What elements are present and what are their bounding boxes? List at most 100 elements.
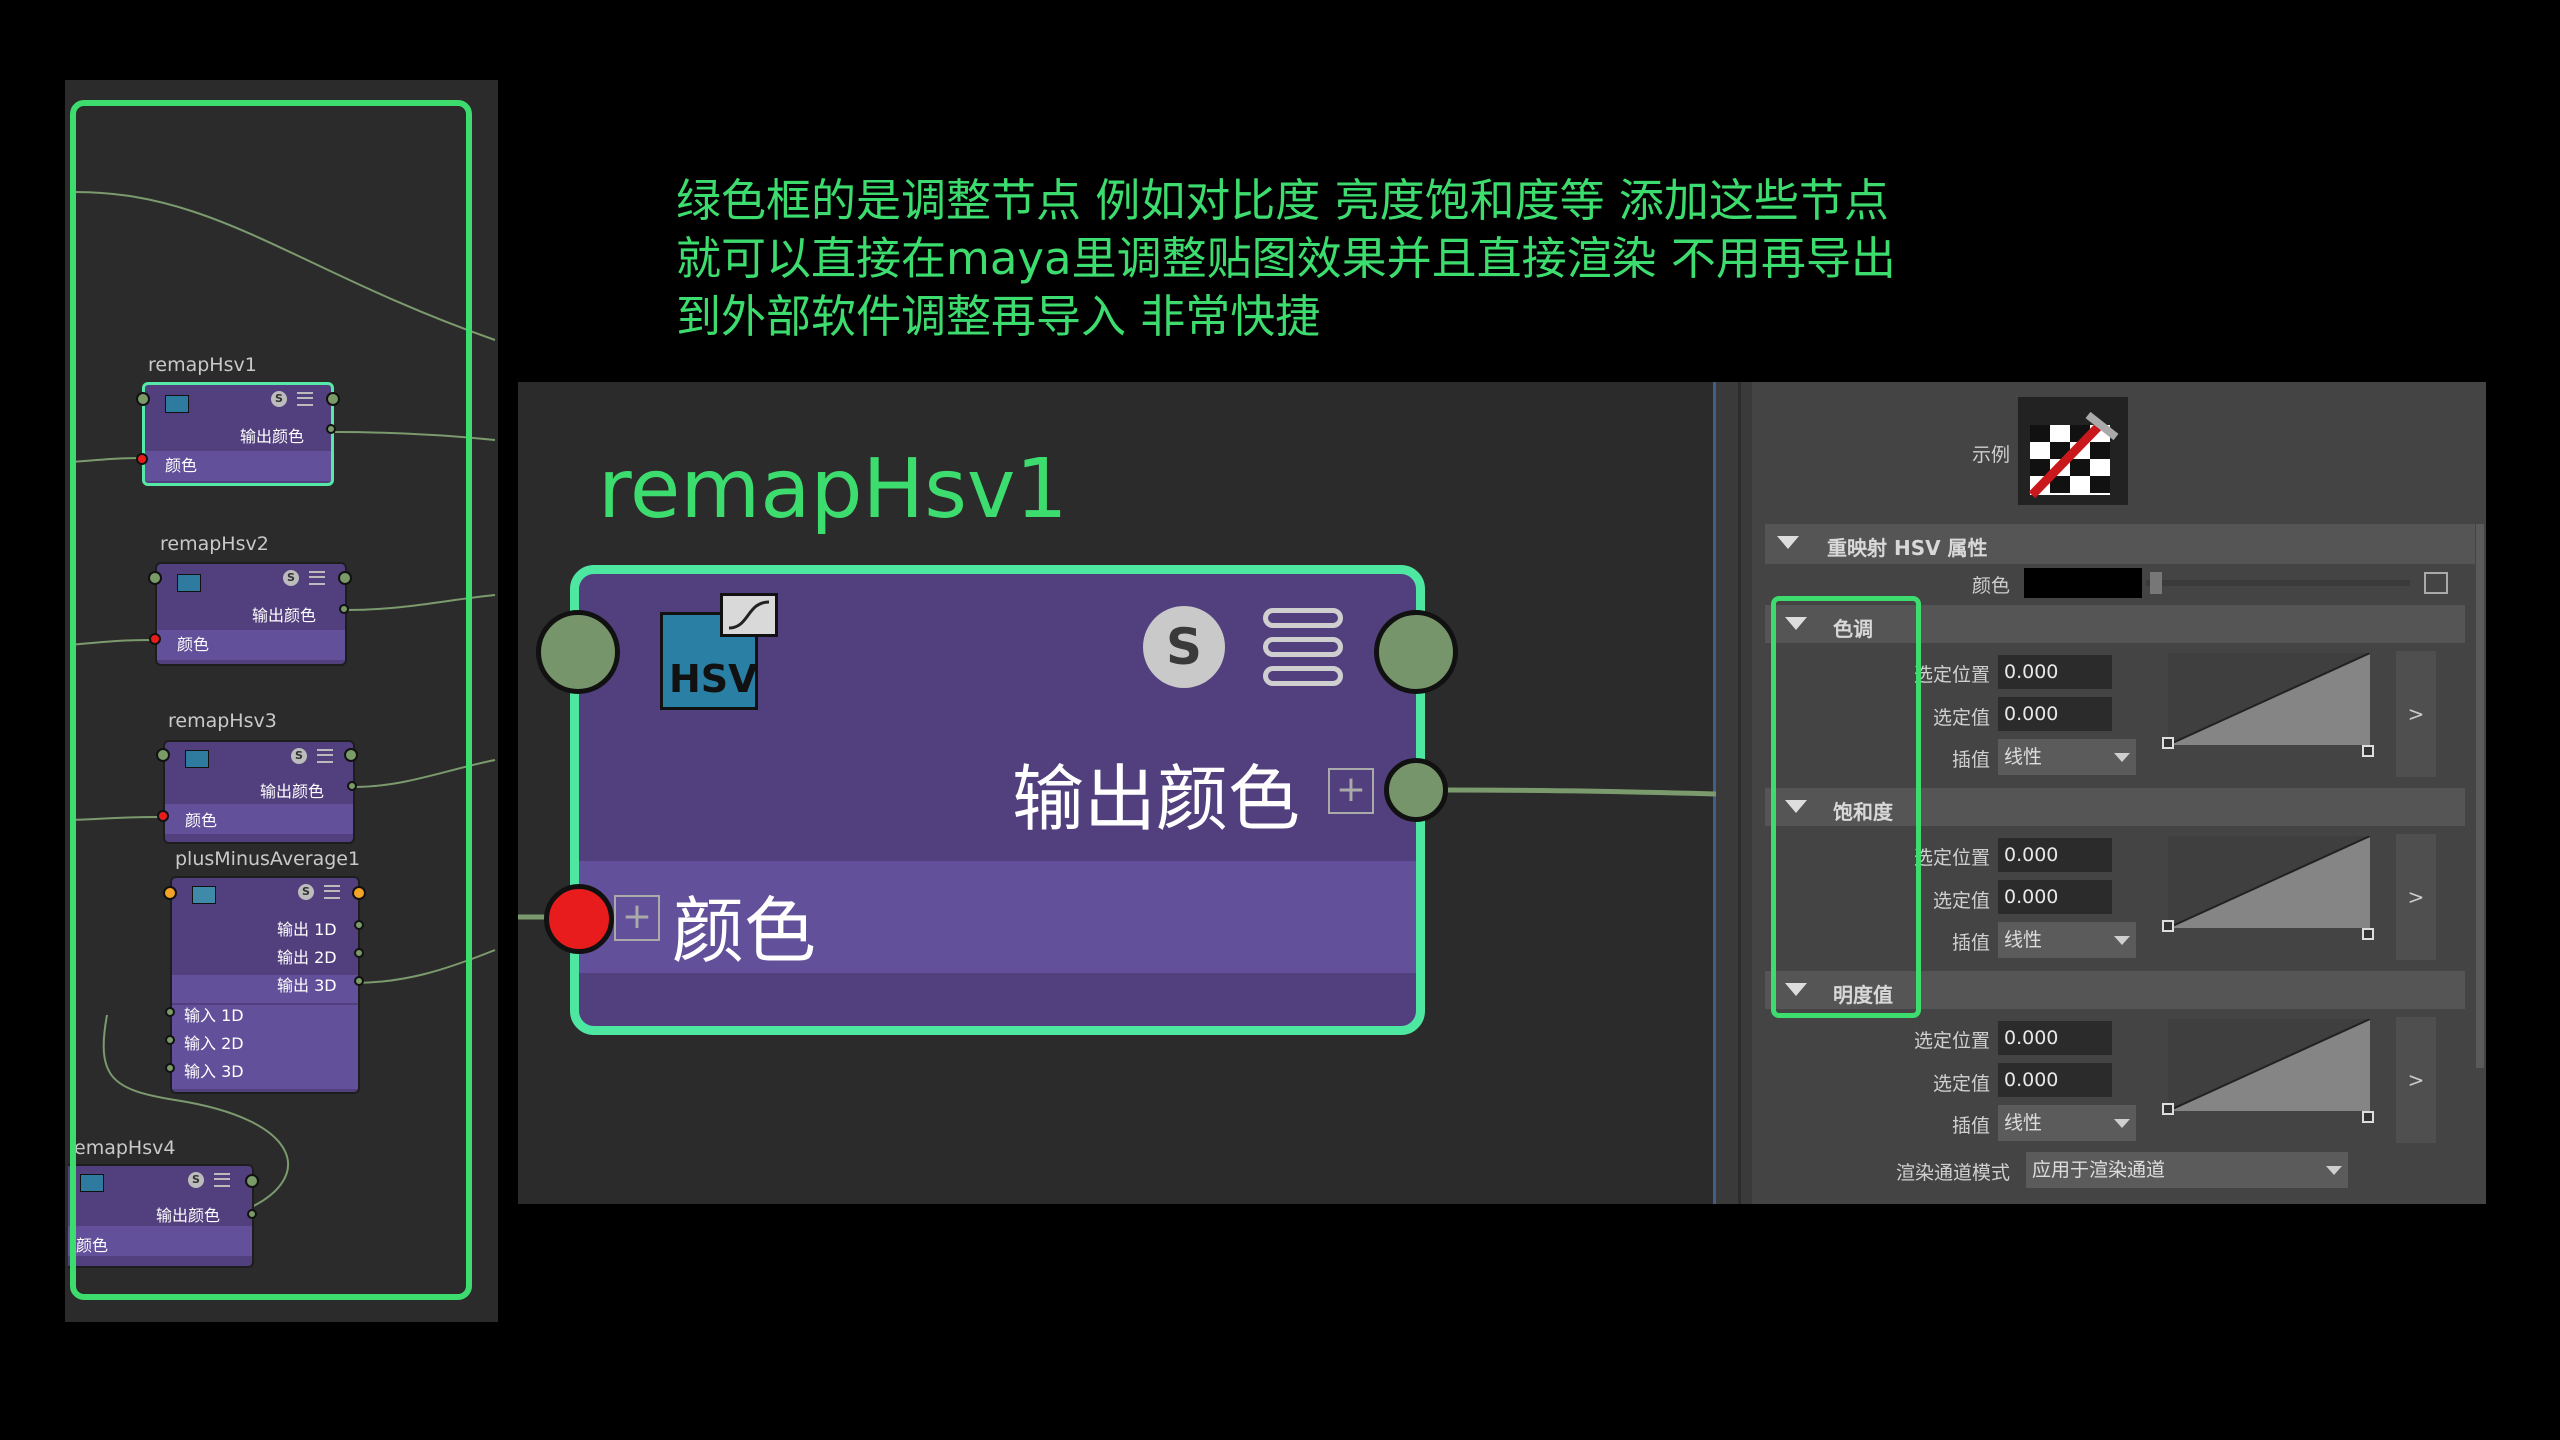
node-remaphsv2[interactable]: S 输出颜色 颜色 bbox=[155, 562, 347, 666]
node-title-remaphsv4[interactable]: emapHsv4 bbox=[74, 1137, 176, 1159]
output-1d-port[interactable] bbox=[354, 920, 364, 930]
swatch-toggle-icon[interactable]: S bbox=[298, 884, 314, 900]
node-plusminusaverage1[interactable]: S 输出 1D 输出 2D 输出 3D 输入 1D 输入 2D 输入 3D bbox=[170, 876, 360, 1094]
swatch-toggle-icon[interactable]: S bbox=[283, 570, 299, 586]
ramp-end-handle[interactable] bbox=[2362, 745, 2374, 757]
ramp-graph-value[interactable] bbox=[2168, 1019, 2370, 1111]
interpolation-dropdown[interactable]: 线性 bbox=[1998, 922, 2136, 958]
output-color-port[interactable] bbox=[339, 604, 349, 614]
attributes-menu-icon[interactable] bbox=[214, 1173, 230, 1187]
render-pass-mode-dropdown[interactable]: 应用于渲染通道 bbox=[2026, 1152, 2348, 1188]
color-input-port[interactable] bbox=[149, 633, 161, 645]
node-output-port[interactable] bbox=[352, 886, 366, 900]
input-color-label: 颜色 bbox=[672, 889, 817, 973]
node-remaphsv1[interactable]: S 输出颜色 颜色 bbox=[142, 382, 334, 486]
ramp-start-handle[interactable] bbox=[2162, 920, 2174, 932]
selected-value-label: 选定值 bbox=[1932, 890, 1990, 912]
ramp-expand-button[interactable]: > bbox=[2396, 1017, 2436, 1143]
node-title-remaphsv2[interactable]: remapHsv2 bbox=[160, 533, 269, 555]
swatch-toggle-icon[interactable]: S bbox=[271, 391, 287, 407]
input-2d-port[interactable] bbox=[165, 1035, 175, 1045]
interpolation-dropdown[interactable]: 线性 bbox=[1998, 1105, 2136, 1141]
ramp-start-handle[interactable] bbox=[2162, 737, 2174, 749]
interpolation-dropdown[interactable]: 线性 bbox=[1998, 739, 2136, 775]
input-label: 颜色 bbox=[165, 456, 198, 475]
node-input-port[interactable] bbox=[163, 886, 177, 900]
swatch-toggle-icon[interactable]: S bbox=[188, 1172, 204, 1188]
node-remaphsv3[interactable]: S 输出颜色 颜色 bbox=[163, 740, 355, 844]
node-title-remaphsv1[interactable]: remapHsv1 bbox=[148, 354, 257, 376]
node-output-port[interactable] bbox=[326, 392, 340, 406]
interpolation-label: 插值 bbox=[1951, 932, 1990, 954]
output-color-port[interactable] bbox=[1384, 758, 1448, 822]
node-output-port[interactable] bbox=[1374, 610, 1458, 694]
collapse-triangle-icon[interactable] bbox=[1785, 983, 1807, 996]
color-input-port[interactable] bbox=[136, 453, 148, 465]
ramp-graph-hue[interactable] bbox=[2168, 653, 2370, 745]
node-output-port[interactable] bbox=[338, 571, 352, 585]
node-remaphsv4[interactable]: S 输出颜色 颜色 bbox=[68, 1164, 254, 1268]
output-color-port[interactable] bbox=[247, 1209, 257, 1219]
selected-position-field[interactable]: 0.000 bbox=[1998, 655, 2112, 689]
color-swatch[interactable] bbox=[2024, 568, 2142, 598]
attributes-menu-icon[interactable] bbox=[309, 571, 325, 585]
selected-position-field[interactable]: 0.000 bbox=[1998, 1021, 2112, 1055]
input-3d-port[interactable] bbox=[165, 1063, 175, 1073]
expand-output-button[interactable]: + bbox=[1328, 768, 1374, 814]
output-2d-port[interactable] bbox=[354, 948, 364, 958]
ramp-section-saturation[interactable]: 饱和度 bbox=[1765, 788, 2465, 826]
ramp-expand-button[interactable]: > bbox=[2396, 834, 2436, 960]
annotation-line-3: 到外部软件调整再导入 非常快捷 bbox=[676, 290, 1321, 343]
zoomed-node-title[interactable]: remapHsv1 bbox=[598, 442, 1068, 537]
output-color-port[interactable] bbox=[326, 424, 336, 434]
color-input-port[interactable] bbox=[157, 810, 169, 822]
swatch-toggle-icon[interactable]: S bbox=[1143, 606, 1225, 688]
attributes-menu-icon[interactable] bbox=[1263, 608, 1343, 686]
node-output-port[interactable] bbox=[245, 1174, 259, 1188]
output-3d-label: 输出 3D bbox=[277, 976, 337, 995]
output-1d-label: 输出 1D bbox=[277, 920, 337, 939]
map-texture-button[interactable] bbox=[2424, 572, 2448, 594]
color-input-port[interactable] bbox=[544, 884, 614, 954]
node-input-port[interactable] bbox=[156, 748, 170, 762]
node-input-port[interactable] bbox=[148, 571, 162, 585]
selected-value-field[interactable]: 0.000 bbox=[1998, 697, 2112, 731]
ramp-section-value[interactable]: 明度值 bbox=[1765, 971, 2465, 1009]
ramp-end-handle[interactable] bbox=[2362, 1111, 2374, 1123]
selected-value-field[interactable]: 0.000 bbox=[1998, 1063, 2112, 1097]
ramp-expand-button[interactable]: > bbox=[2396, 651, 2436, 777]
attributes-menu-icon[interactable] bbox=[324, 885, 340, 899]
node-input-port[interactable] bbox=[536, 610, 620, 694]
attributes-menu-icon[interactable] bbox=[297, 392, 313, 406]
node-input-port[interactable] bbox=[136, 392, 150, 406]
selected-value-field[interactable]: 0.000 bbox=[1998, 880, 2112, 914]
output-3d-port[interactable] bbox=[354, 976, 364, 986]
node-title-plusminusaverage1[interactable]: plusMinusAverage1 bbox=[175, 848, 361, 870]
input-label: 颜色 bbox=[177, 635, 210, 654]
render-pass-mode-label: 渲染通道模式 bbox=[1895, 1162, 2010, 1184]
swatch-toggle-icon[interactable]: S bbox=[291, 748, 307, 764]
ramp-section-hue[interactable]: 色调 bbox=[1765, 605, 2465, 643]
ramp-title-value: 明度值 bbox=[1833, 983, 1893, 1007]
attributes-menu-icon[interactable] bbox=[317, 749, 333, 763]
selected-position-field[interactable]: 0.000 bbox=[1998, 838, 2112, 872]
sample-swatch[interactable] bbox=[2018, 397, 2128, 505]
interpolation-value: 线性 bbox=[2004, 929, 2043, 951]
expand-input-button[interactable]: + bbox=[614, 895, 660, 941]
node-title-remaphsv3[interactable]: remapHsv3 bbox=[168, 710, 277, 732]
collapse-triangle-icon[interactable] bbox=[1785, 617, 1807, 630]
output-color-port[interactable] bbox=[347, 781, 357, 791]
ramp-graph-saturation[interactable] bbox=[2168, 836, 2370, 928]
node-output-port[interactable] bbox=[344, 748, 358, 762]
ramp-start-handle[interactable] bbox=[2162, 1103, 2174, 1115]
node-graph-panel[interactable] bbox=[65, 80, 498, 1322]
input-3d-label: 输入 3D bbox=[184, 1062, 244, 1081]
attribute-scrollbar[interactable] bbox=[2476, 524, 2484, 1068]
section-header-remap-hsv[interactable]: 重映射 HSV 属性 bbox=[1765, 524, 2475, 564]
collapse-triangle-icon[interactable] bbox=[1785, 800, 1807, 813]
color-slider-handle[interactable] bbox=[2150, 572, 2162, 594]
color-slider-track[interactable] bbox=[2146, 580, 2410, 586]
collapse-triangle-icon[interactable] bbox=[1777, 536, 1799, 549]
input-1d-port[interactable] bbox=[165, 1007, 175, 1017]
ramp-end-handle[interactable] bbox=[2362, 928, 2374, 940]
